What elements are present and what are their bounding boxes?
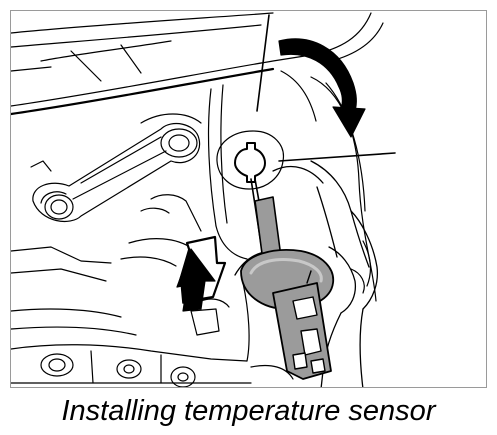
engine-block xyxy=(11,84,248,336)
rotation-arrow-icon xyxy=(278,38,366,138)
installation-illustration xyxy=(10,10,487,388)
engine-line-drawing xyxy=(11,12,396,387)
insertion-arrow-icon xyxy=(176,235,227,312)
right-housing xyxy=(280,70,377,302)
figure-caption: Installing temperature sensor xyxy=(61,395,436,427)
sensor-mounting-hole xyxy=(216,130,284,190)
callout-lines xyxy=(256,14,396,162)
linkage-arm xyxy=(30,113,202,223)
crankcase xyxy=(11,282,294,387)
temperature-sensor xyxy=(240,178,335,380)
